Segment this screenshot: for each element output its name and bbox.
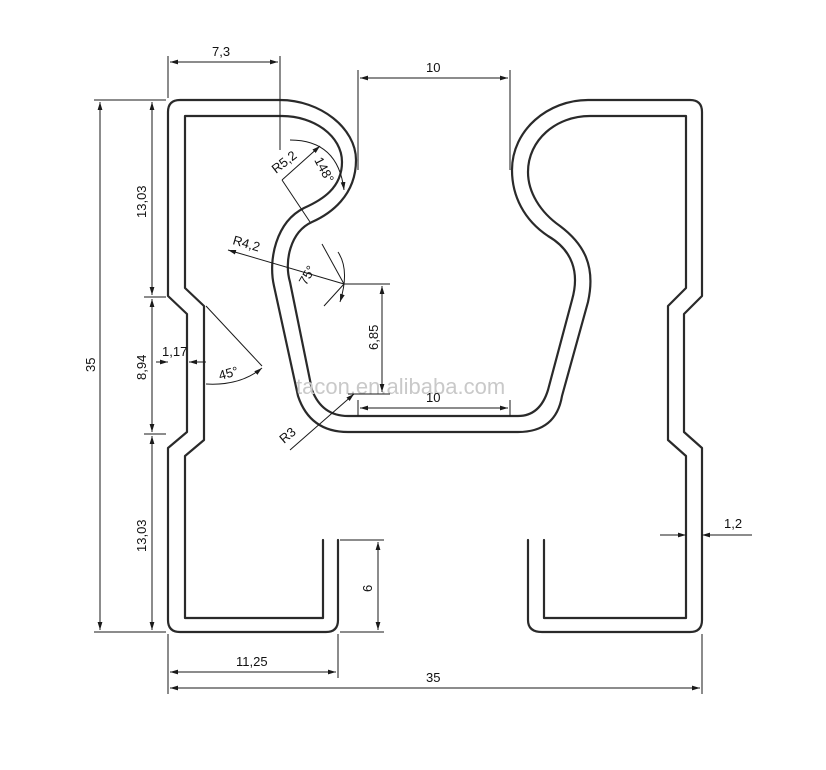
dim-wall-thickness: 1,2 [660, 516, 752, 538]
label-upper-height: 13,03 [134, 185, 149, 218]
dim-overall-height: 35 [83, 99, 166, 633]
dim-notch-depth: 1,17 [156, 344, 206, 365]
dim-top-gap-width: 10 [357, 60, 511, 170]
profile-outer [166, 98, 704, 634]
label-top-left-width: 7,3 [212, 44, 230, 59]
label-lower-height: 13,03 [134, 519, 149, 552]
dim-notch-angle: 45° [205, 305, 263, 385]
dim-segment-heights: 13,03 8,94 13,03 [134, 102, 166, 630]
dim-inner-height: 6,85 [344, 283, 390, 395]
label-overall-height: 35 [83, 358, 98, 372]
label-angle-inner: 75° [296, 263, 319, 288]
dim-radius-inner: R4,2 75° [227, 232, 345, 307]
profile-inner [183, 114, 688, 620]
label-overall-width: 35 [426, 670, 440, 685]
label-inner-bottom-width: 10 [426, 390, 440, 405]
label-middle-height: 8,94 [134, 355, 149, 380]
label-bottom-left-width: 11,25 [236, 654, 268, 669]
label-radius-inner: R4,2 [231, 232, 262, 254]
profile-outline [166, 98, 704, 634]
dim-top-left-width: 7,3 [167, 44, 281, 150]
dim-foot-height: 6 [340, 539, 384, 633]
label-radius-bottom: R3 [276, 424, 298, 446]
dim-inner-bottom-width: 10 [357, 390, 511, 416]
label-wall-thickness: 1,2 [724, 516, 742, 531]
label-notch-angle: 45° [217, 363, 240, 383]
watermark-text: tacon.en.alibaba.com [296, 374, 505, 399]
label-foot-height: 6 [360, 585, 375, 592]
label-notch-depth: 1,17 [162, 344, 187, 359]
label-inner-height: 6,85 [366, 325, 381, 350]
label-top-gap-width: 10 [426, 60, 440, 75]
dim-bottom-left-width: 11,25 [167, 634, 339, 694]
dim-overall-width: 35 [170, 634, 703, 694]
label-radius-outer: R5,2 [269, 148, 300, 177]
